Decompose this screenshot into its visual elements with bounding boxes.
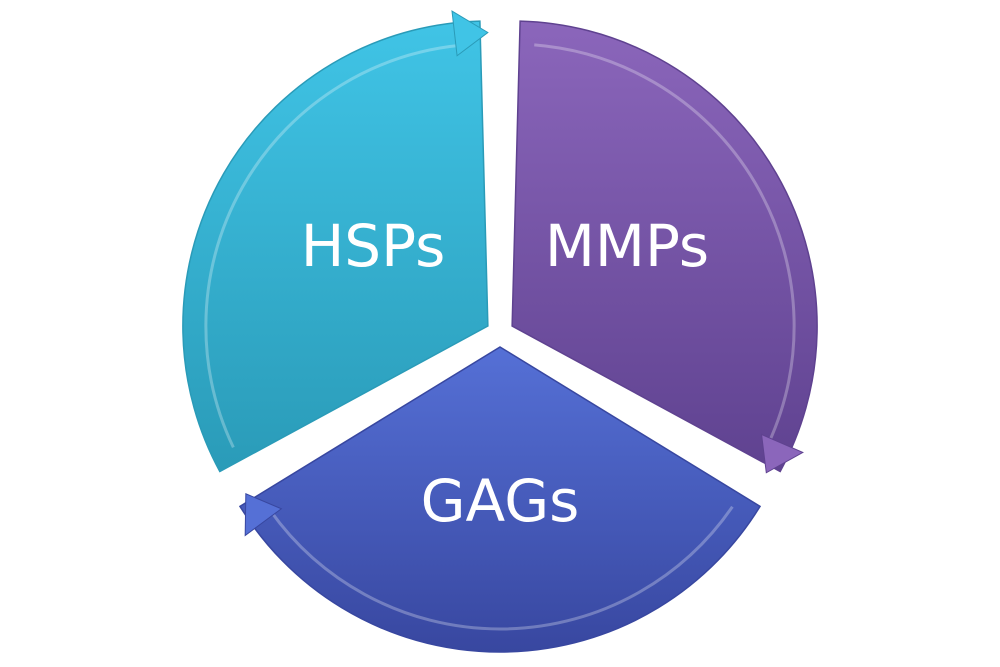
segment-wedge <box>511 20 818 473</box>
cycle-arc <box>204 43 461 449</box>
arrowhead-icon <box>244 493 283 537</box>
segment-mmps: MMPs <box>511 20 818 474</box>
segment-gags: GAGs <box>238 346 762 653</box>
arrowhead-icon <box>451 10 489 57</box>
segment-wedge <box>238 346 762 653</box>
arrowhead-icon <box>760 433 804 474</box>
cycle-arc <box>534 43 796 444</box>
segment-label: GAGs <box>421 467 580 535</box>
segment-label: HSPs <box>301 212 446 280</box>
cycle-arc <box>269 505 734 631</box>
segment-hsps: HSPs <box>182 10 489 473</box>
segment-label: MMPs <box>545 212 709 280</box>
segment-wedge <box>182 20 489 473</box>
